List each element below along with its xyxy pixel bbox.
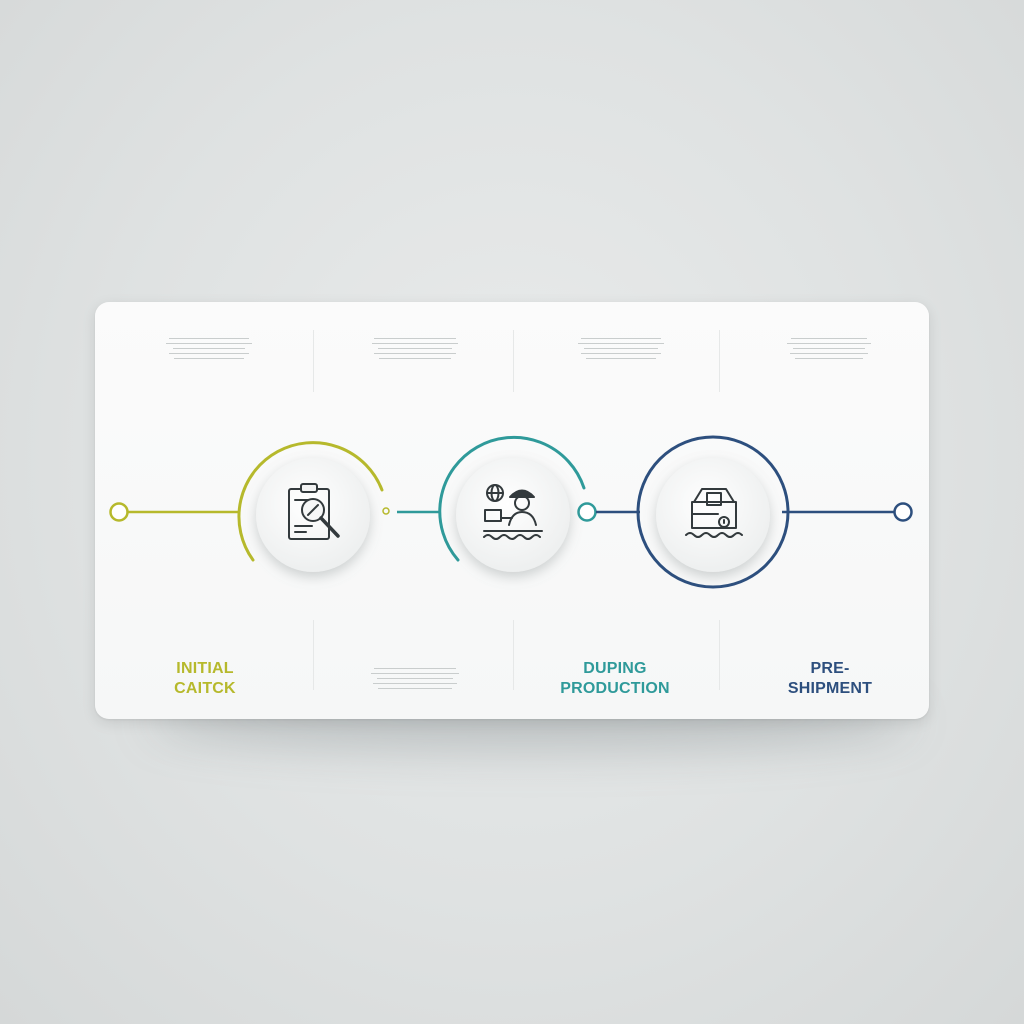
stage-arc-initial (237, 441, 384, 562)
stage-ring-production (636, 435, 790, 589)
stage-label-line: CAITCK (174, 680, 236, 697)
stage-label-production: DUPING PRODUCTION (530, 659, 700, 699)
stage-label-line: PRODUCTION (560, 680, 670, 697)
column-divider (313, 330, 314, 392)
column-divider (719, 330, 720, 392)
column-divider (513, 330, 514, 392)
stage-label-line: INITIAL (176, 660, 234, 677)
column-divider (513, 620, 514, 690)
description-placeholder (576, 338, 666, 366)
start-node (109, 502, 129, 522)
description-placeholder (164, 338, 254, 366)
connector-node (577, 502, 597, 522)
stage-label-line: SHIPMENT (787, 680, 873, 697)
column-divider (719, 620, 720, 690)
stage-label-line: PRE- (810, 660, 850, 677)
description-placeholder (370, 338, 460, 366)
clipboard-magnifier-icon (288, 483, 340, 540)
stage-arc-during (438, 435, 586, 562)
connector-dot (382, 507, 390, 515)
stage-label-line: DUPING (583, 660, 647, 677)
end-node (893, 502, 913, 522)
stage-label-initial: INITIAL CAITCK (140, 659, 270, 699)
description-placeholder (784, 338, 874, 366)
description-placeholder (370, 668, 460, 696)
package-box-icon (685, 488, 743, 538)
column-divider (313, 620, 314, 690)
worker-globe-icon (483, 484, 543, 540)
stage-label-pre-shipment: PRE- SHIPMENT (760, 659, 900, 699)
